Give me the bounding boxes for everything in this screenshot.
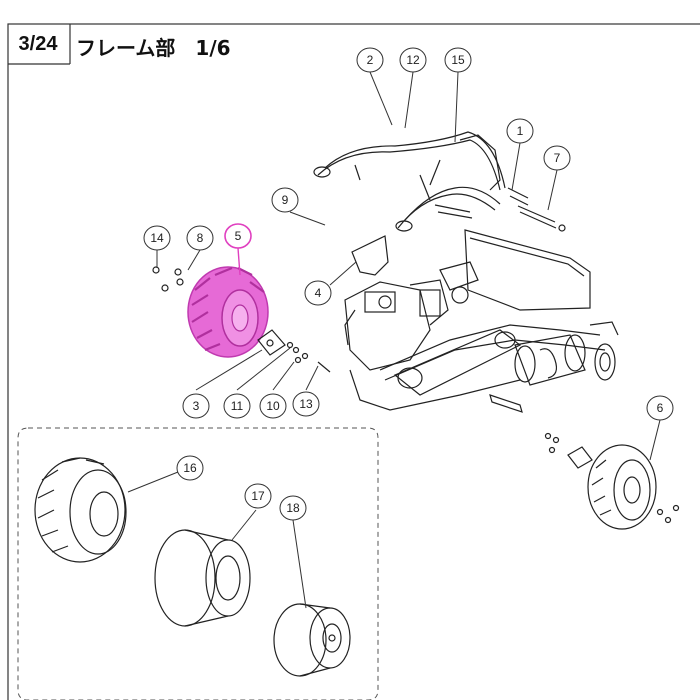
callout-2: 2 <box>356 47 384 73</box>
callout-8-label: 8 <box>197 231 204 245</box>
page-number: 3/24 <box>18 32 58 55</box>
callout-16: 16 <box>176 455 204 481</box>
callout-14: 14 <box>143 225 171 251</box>
callout-11: 11 <box>223 393 251 419</box>
page-title: フレーム部 1/6 <box>76 35 231 60</box>
callout-1: 1 <box>506 118 534 144</box>
callout-10-label: 10 <box>266 399 280 413</box>
callout-5: 5 <box>224 223 252 249</box>
callout-9: 9 <box>271 187 299 213</box>
callout-6: 6 <box>646 395 674 421</box>
callout-3: 3 <box>182 393 210 419</box>
callout-18: 18 <box>279 495 307 521</box>
callout-15-label: 15 <box>451 53 465 67</box>
callout-18-label: 18 <box>286 501 300 515</box>
callout-4-label: 4 <box>315 286 322 300</box>
callout-15: 15 <box>444 47 472 73</box>
callout-11-label: 11 <box>231 399 244 413</box>
callout-6-label: 6 <box>657 401 664 415</box>
handlebar-assembly <box>313 131 506 232</box>
callout-12-label: 12 <box>406 53 420 67</box>
part-5-leader <box>237 247 241 276</box>
part-18-wheel-rim <box>273 603 351 677</box>
callout-2-label: 2 <box>367 53 374 67</box>
callout-bubbles: 2 12 15 1 7 9 4 14 <box>143 47 674 521</box>
part-16-tire <box>34 457 127 563</box>
part-5-left-tire <box>187 266 269 358</box>
handle-rods <box>507 187 566 232</box>
part-17-tube-tire <box>154 529 251 627</box>
callout-13: 13 <box>292 391 320 417</box>
callout-1-label: 1 <box>517 124 524 138</box>
callout-13-label: 13 <box>299 397 313 411</box>
hub-hardware-left <box>152 266 331 373</box>
part-6-right-tire <box>544 432 680 530</box>
callout-7-label: 7 <box>554 151 561 165</box>
engine-chassis <box>344 229 619 413</box>
callout-9-label: 9 <box>282 193 289 207</box>
leader-lines <box>127 71 661 609</box>
callout-16-label: 16 <box>183 461 197 475</box>
callout-5-label: 5 <box>235 229 242 243</box>
callout-4: 4 <box>304 280 332 306</box>
callout-17: 17 <box>244 483 272 509</box>
optional-parts-box <box>17 427 379 700</box>
callout-12: 12 <box>399 47 427 73</box>
page-frame <box>7 23 700 700</box>
callout-7: 7 <box>543 145 571 171</box>
callout-14-label: 14 <box>150 231 164 245</box>
part-4-bracket <box>351 235 389 276</box>
callout-8: 8 <box>186 225 214 251</box>
callout-10: 10 <box>259 393 287 419</box>
callout-3-label: 3 <box>193 399 200 413</box>
callout-17-label: 17 <box>251 489 265 503</box>
